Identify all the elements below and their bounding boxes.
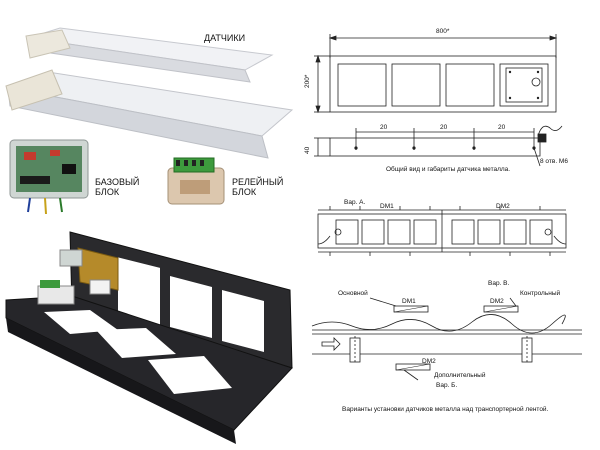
dm1-frame-label: DM1 xyxy=(380,203,394,210)
variant-b-label: Вар. Б. xyxy=(436,382,458,389)
spacing-dim-1: 20 xyxy=(380,124,388,131)
sensors-label: ДАТЧИКИ xyxy=(204,33,246,43)
dimensions-caption: Общий вид и габариты датчика металла. xyxy=(386,166,511,173)
conveyor-drawing xyxy=(311,297,582,381)
sensor-bars-photo xyxy=(5,27,294,159)
dm2-top-label: DM2 xyxy=(490,298,504,305)
variant-a-drawing xyxy=(317,206,567,256)
dm2-bottom-label: DM2 xyxy=(422,358,436,365)
spacing-dim-2: 20 xyxy=(440,124,448,131)
dm2-frame-label: DM2 xyxy=(496,203,510,210)
sensor-top-view xyxy=(314,34,558,114)
control-sensor-label: Контрольный xyxy=(520,290,561,297)
holes-note: 8 отв. М6 xyxy=(540,158,568,165)
width-dimension: 800* xyxy=(436,28,450,35)
variant-a-label: Вар. А. xyxy=(344,199,366,206)
extra-sensor-label: Дополнительный xyxy=(434,372,486,379)
depth-dimension: 40 xyxy=(304,146,311,154)
installation-caption: Варианты установки датчиков металла над … xyxy=(342,406,549,413)
height-dimension: 200* xyxy=(304,74,311,88)
variant-v-label: Вар. В. xyxy=(488,280,510,287)
dm1-belt-label: DM1 xyxy=(402,298,416,305)
relay-unit-photo xyxy=(167,157,225,205)
sensor-side-view xyxy=(314,125,563,167)
granite-frame-photo xyxy=(5,231,293,444)
spacing-dim-3: 20 xyxy=(498,124,506,131)
base-unit-label: БАЗОВЫЙ БЛОК xyxy=(95,177,140,197)
base-unit-photo xyxy=(9,139,89,215)
relay-unit-label: РЕЛЕЙНЫЙ БЛОК xyxy=(232,177,284,197)
main-sensor-label: Основной xyxy=(338,290,368,297)
